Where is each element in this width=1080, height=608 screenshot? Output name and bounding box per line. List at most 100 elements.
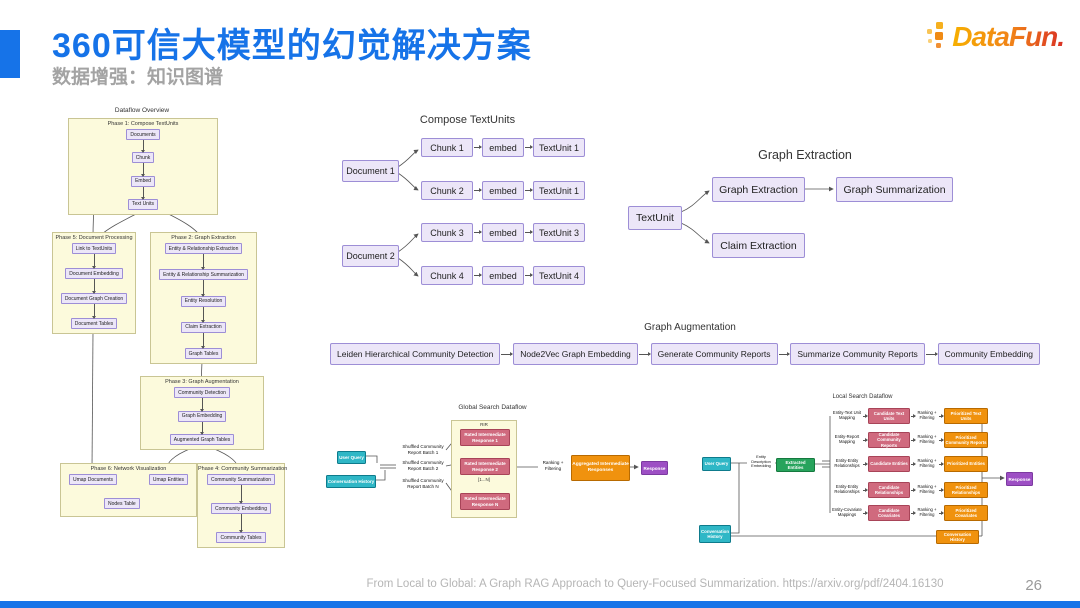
arrow (939, 487, 944, 492)
node-entity-relationship-extraction: Entity & Relationship Extraction (164, 243, 243, 254)
local-conversation-history-context-box: Conversation History (936, 530, 979, 544)
entity-covariate-mappings-label: Entity-Covariate Mappings (832, 507, 862, 517)
chunk-4-box: Chunk 4 (421, 266, 473, 285)
candidate-community-reports-box: Candidate Community Reports (868, 432, 910, 448)
arrow (501, 351, 514, 356)
arrow (863, 461, 868, 466)
shuffled-batch-2-label: Shuffled Community Report Batch 2 (402, 460, 444, 471)
ranking-filtering-label: Ranking + Filtering (917, 507, 937, 517)
node-graph-tables: Graph Tables (184, 348, 223, 359)
arrow (925, 351, 938, 356)
textunit-2-box: TextUnit 1 (533, 181, 585, 200)
global-user-query-box: User Query (337, 451, 366, 464)
arrow (525, 230, 533, 234)
node-document-tables: Document Tables (70, 318, 118, 329)
local-row-community-reports: Entity-Report Mapping Candidate Communit… (832, 431, 988, 449)
aggregated-intermediate-responses-box: Aggregated Intermediate Responses (571, 455, 630, 481)
node-community-tables: Community Tables (216, 532, 266, 543)
footer-citation: From Local to Global: A Graph RAG Approa… (366, 578, 944, 590)
graph-extraction-title: Graph Extraction (758, 148, 852, 162)
textunit-box: TextUnit (628, 206, 682, 230)
candidate-relationships-box: Candidate Relationships (868, 482, 910, 498)
embed-box: embed (482, 266, 524, 285)
textunit-3-box: TextUnit 3 (533, 223, 585, 242)
community-embedding-box: Community Embedding (937, 343, 1040, 365)
arrow (911, 461, 916, 466)
bottom-accent-bar (0, 601, 1080, 608)
page-title: 360可信大模型的幻觉解决方案 (52, 27, 532, 65)
node-umap-entities: Umap Entities (148, 474, 188, 485)
phase-2-graph-extraction: Phase 2: Graph Extraction Entity & Relat… (150, 232, 257, 364)
node-entity-resolution: Entity Resolution (180, 295, 227, 307)
page-subtitle: 数据增强：知识图谱 (52, 67, 224, 88)
phase-5-label: Phase 5: Document Processing (55, 234, 133, 241)
node-community-detection: Community Detection (174, 387, 230, 398)
local-row-text-units: Entity-Text Unit Mapping Candidate Text … (832, 407, 988, 425)
arrow (474, 230, 482, 234)
arrow (474, 273, 482, 277)
chunk-1-box: Chunk 1 (421, 138, 473, 157)
graph-summarization-box: Graph Summarization (836, 177, 953, 202)
document-1-box: Document 1 (342, 160, 399, 182)
document-2-box: Document 2 (342, 245, 399, 267)
global-response-box: Response (641, 461, 668, 475)
global-conversation-history-box: Conversation History (326, 475, 376, 488)
node-community-embedding: Community Embedding (211, 503, 271, 514)
node2vec-graph-embedding-box: Node2Vec Graph Embedding (513, 343, 638, 365)
graph-extraction-box: Graph Extraction (712, 177, 805, 202)
claim-extraction-box: Claim Extraction (712, 233, 805, 258)
node-community-summarization: Community Summarization (206, 474, 276, 485)
arrow (863, 413, 868, 418)
compose-row-4: Chunk 4 embed TextUnit 4 (421, 266, 585, 285)
node-embed: Embed (131, 175, 155, 187)
embed-box: embed (482, 223, 524, 242)
local-user-query-box: User Query (702, 457, 731, 471)
node-graph-embedding: Graph Embedding (177, 410, 227, 422)
node-text-units: Text Units (128, 198, 158, 210)
chunk-2-box: Chunk 2 (421, 181, 473, 200)
ranking-filtering-label: Ranking + Filtering (917, 410, 937, 420)
local-conversation-history-input-box: Conversation History (699, 525, 731, 543)
phase-4-label: Phase 4: Community Summarization (198, 465, 288, 472)
phase-4-community-summarization: Phase 4: Community Summarization Communi… (197, 463, 288, 548)
compose-row-1: Chunk 1 embed TextUnit 1 (421, 138, 585, 157)
arrow (939, 461, 944, 466)
arrow (911, 437, 916, 442)
arrow (525, 145, 533, 149)
summarize-community-reports-box: Summarize Community Reports (790, 343, 925, 365)
arrow (638, 351, 651, 356)
phase-3-graph-augmentation: Phase 3: Graph Augmentation Community De… (140, 376, 264, 450)
ranking-filtering-label: Ranking + Filtering (917, 434, 937, 444)
arrow (863, 487, 868, 492)
node-documents: Documents (126, 129, 160, 140)
rated-intermediate-response-2-box: Rated Intermediate Response 2 (460, 458, 510, 475)
arrow (525, 188, 533, 192)
textunit-4-box: TextUnit 4 (533, 266, 585, 285)
textunit-1-box: TextUnit 1 (533, 138, 585, 157)
graph-augmentation-row: Leiden Hierarchical Community Detection … (330, 343, 1040, 365)
arrow (778, 351, 791, 356)
arrow (939, 437, 944, 442)
entity-entity-relationships-label: Entity-Entity Relationships (834, 484, 860, 494)
prioritized-entities-box: Prioritized Entities (944, 456, 988, 472)
ranking-filtering-label: Ranking + Filtering (917, 484, 937, 494)
shuffled-batch-n-label: Shuffled Community Report Batch N (402, 478, 444, 489)
node-document-graph-creation: Document Graph Creation (60, 293, 128, 304)
global-search-title: Global Search Dataflow (458, 404, 527, 411)
node-claim-extraction: Claim Extraction (181, 321, 226, 333)
entity-description-embedding-label: Entity Description Embedding (747, 454, 775, 470)
node-augmented-graph-tables: Augmented Graph Tables (169, 434, 235, 445)
rated-intermediate-response-1-box: Rated Intermediate Response 1 (460, 429, 510, 446)
embed-box: embed (482, 181, 524, 200)
arrow (474, 145, 482, 149)
generate-community-reports-box: Generate Community Reports (650, 343, 778, 365)
prioritized-text-units-box: Prioritized Text Units (944, 408, 988, 424)
datafun-pixels-icon (924, 20, 950, 54)
phase-5-document-processing: Phase 5: Document Processing Link to Tex… (52, 232, 136, 334)
range-1-n-label: [1...N] (478, 477, 490, 482)
page-number: 26 (1025, 577, 1042, 594)
node-entity-relationship-summarization: Entity & Relationship Summarization (159, 269, 248, 281)
local-row-entities: Entity-Entity Relationships Candidate En… (832, 455, 988, 473)
datafun-logo-text: DataFun. (952, 21, 1065, 52)
datafun-logo: DataFun. (924, 16, 1065, 58)
